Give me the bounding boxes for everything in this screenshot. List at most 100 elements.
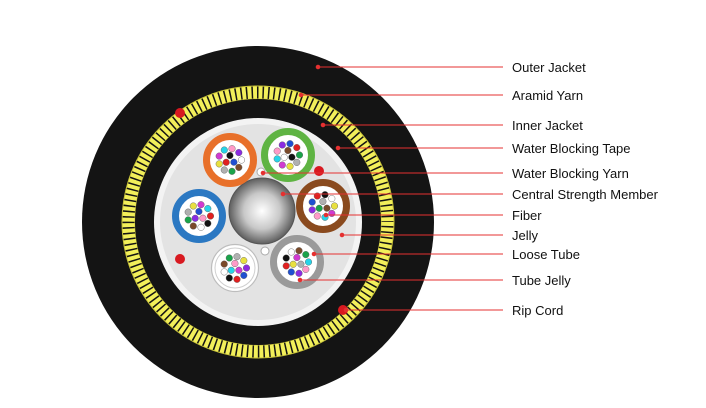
label-central-strength-member: Central Strength Member (512, 187, 658, 202)
label-aramid-yarn: Aramid Yarn (512, 88, 584, 103)
rip-cord (338, 305, 348, 315)
water-blocking-yarn (260, 246, 270, 256)
fiber (240, 257, 248, 265)
fiber (240, 271, 248, 279)
fiber (282, 254, 290, 262)
fiber (235, 266, 243, 274)
fiber (328, 195, 336, 203)
fiber (288, 153, 296, 161)
fiber (226, 151, 234, 159)
fiber (286, 140, 294, 148)
fiber (230, 158, 238, 166)
fiber (280, 153, 288, 161)
fiber (215, 152, 223, 160)
fiber (220, 268, 228, 276)
fiber (199, 214, 207, 222)
fiber (278, 141, 286, 149)
aramid-yarn-ring (122, 86, 394, 358)
fiber (296, 151, 304, 159)
label-fiber: Fiber (512, 208, 542, 223)
leader-dot (320, 122, 326, 128)
leader-dot (315, 64, 321, 70)
leader-dot (335, 145, 341, 151)
fiber (184, 216, 192, 224)
label-inner-jacket: Inner Jacket (512, 118, 583, 133)
fiber (284, 146, 292, 154)
fiber (222, 158, 230, 166)
fiber (323, 204, 331, 212)
fiber (295, 247, 303, 255)
fiber (315, 204, 323, 212)
fiber (308, 198, 316, 206)
leader-dot (280, 191, 286, 197)
fiber (189, 222, 197, 230)
fiber (293, 158, 301, 166)
fiber (273, 155, 281, 163)
fiber (273, 147, 281, 155)
fiber (215, 160, 223, 168)
rip-cord (175, 254, 185, 264)
fiber (289, 260, 297, 268)
leader-dot (260, 170, 266, 176)
fiber (319, 197, 327, 205)
leader-dot (298, 92, 304, 98)
label-water-blocking-yarn: Water Blocking Yarn (512, 166, 629, 181)
leader-dot (311, 251, 317, 257)
leader-dot (297, 277, 303, 283)
fiber (204, 205, 212, 213)
fiber (235, 163, 243, 171)
label-jelly: Jelly (512, 228, 539, 243)
fiber (287, 248, 295, 256)
fiber (197, 223, 205, 231)
fiber (195, 207, 203, 215)
fiber (237, 156, 245, 164)
aramid-yarn-edge-outer (121, 85, 395, 359)
fiber (242, 264, 250, 272)
fiber (321, 191, 329, 199)
fiber (184, 208, 192, 216)
fiber (331, 202, 339, 210)
fiber (220, 166, 228, 174)
rip-cord (175, 108, 185, 118)
fiber (220, 260, 228, 268)
fiber (228, 167, 236, 175)
fiber (227, 266, 235, 274)
fiber (225, 274, 233, 282)
fiber (204, 219, 212, 227)
rip-cord (314, 166, 324, 176)
fiber (235, 149, 243, 157)
fiber (189, 202, 197, 210)
leader-dot (323, 212, 329, 218)
fiber (308, 206, 316, 214)
fiber (233, 275, 241, 283)
fiber (206, 212, 214, 220)
fiber (302, 265, 310, 273)
fiber (282, 262, 290, 270)
fiber (305, 258, 313, 266)
label-rip-cord: Rip Cord (512, 303, 564, 318)
leader-dot (343, 307, 349, 313)
leader-dot (339, 232, 345, 238)
fiber (313, 212, 321, 220)
central-strength-member (228, 177, 296, 245)
fiber (231, 260, 239, 268)
fiber (228, 145, 236, 153)
label-outer-jacket: Outer Jacket (512, 60, 586, 75)
fiber (302, 251, 310, 259)
fiber (278, 161, 286, 169)
fiber (293, 144, 301, 152)
label-loose-tube: Loose Tube (512, 247, 580, 262)
fiber (293, 253, 301, 261)
fiber (286, 162, 294, 170)
fiber (295, 269, 303, 277)
fiber (225, 254, 233, 262)
fiber (191, 214, 199, 222)
fiber (220, 146, 228, 154)
label-tube-jelly: Tube Jelly (512, 273, 571, 288)
fiber (328, 209, 336, 217)
loose-tube-inner-edge (214, 247, 256, 289)
label-water-blocking-tape: Water Blocking Tape (512, 141, 631, 156)
loose-tubes (172, 128, 350, 293)
fiber (287, 268, 295, 276)
